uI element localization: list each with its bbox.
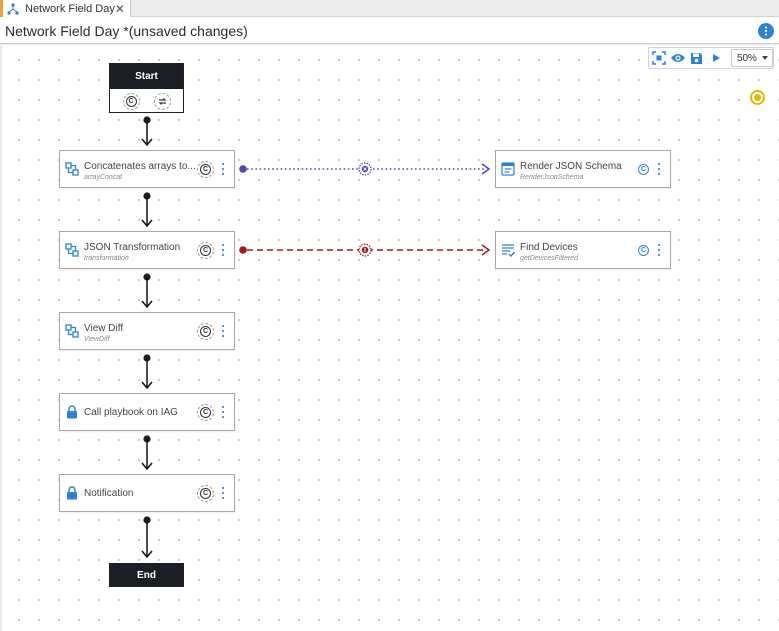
connector-node5-to-end [141, 516, 153, 559]
node-subtitle: ViewDiff [84, 336, 110, 343]
task-node-array-concat[interactable]: Concatenates arrays to... arrayConcat C [59, 150, 235, 188]
task-node-notification[interactable]: Notification C [59, 474, 235, 512]
transition-icon[interactable]: C [197, 242, 214, 259]
transform-icon [65, 243, 79, 257]
workflow-icon [7, 0, 19, 17]
end-label: End [137, 569, 156, 581]
transition-icon[interactable]: C [197, 323, 214, 340]
transition-icon[interactable]: C [635, 161, 652, 178]
more-vert-icon[interactable] [220, 162, 226, 176]
task-node-render-json-schema[interactable]: Render JSON Schema RenderJsonSchema C [495, 150, 671, 188]
more-vert-icon[interactable] [656, 162, 662, 176]
page-header: Network Field Day *(unsaved changes) [0, 18, 779, 44]
connector-start-to-node1 [141, 116, 153, 147]
tab-label: Network Field Day [25, 2, 115, 15]
node-title: JSON Transformation [84, 242, 181, 253]
loop-icon[interactable] [153, 92, 171, 110]
more-vert-icon[interactable] [220, 405, 226, 419]
task-node-json-transformation[interactable]: JSON Transformation transformation C [59, 231, 235, 269]
task-node-view-diff[interactable]: View Diff ViewDiff C [59, 312, 235, 350]
end-node[interactable]: End [109, 563, 184, 587]
eye-icon[interactable] [669, 48, 687, 68]
start-label: Start [110, 64, 183, 89]
transition-icon[interactable]: C [122, 92, 140, 110]
transition-icon[interactable]: C [197, 485, 214, 502]
tab-network-field-day[interactable]: Network Field Day ✕ [0, 0, 131, 17]
node-title: View Diff [84, 323, 124, 334]
transition-icon[interactable]: C [197, 404, 214, 421]
connector-node4-to-node5 [141, 435, 153, 471]
more-vert-icon[interactable] [220, 486, 226, 500]
transform-icon [65, 162, 79, 176]
list-check-icon [501, 243, 516, 258]
transition-icon[interactable]: C [635, 242, 652, 259]
more-vert-icon[interactable] [656, 243, 662, 257]
connector-node1-to-node2 [141, 192, 153, 228]
canvas-edge [0, 45, 2, 631]
tab-bar: Network Field Day ✕ [0, 0, 779, 17]
play-icon[interactable] [707, 48, 725, 68]
close-icon[interactable]: ✕ [114, 1, 125, 16]
chevron-down-icon [761, 56, 768, 60]
lock-icon [65, 486, 79, 500]
connector-node2-to-node3 [141, 273, 153, 309]
form-icon [501, 162, 515, 176]
task-node-call-playbook[interactable]: Call playbook on IAG C [59, 393, 235, 431]
start-node[interactable]: Start C [109, 63, 184, 113]
transition-icon[interactable]: C [197, 161, 214, 178]
node-subtitle: transformation [84, 255, 129, 262]
node-subtitle: getDevicesFiltered [520, 255, 578, 262]
zoom-select[interactable]: 50% [730, 49, 773, 67]
node-title: Render JSON Schema [520, 161, 622, 172]
save-icon[interactable] [688, 48, 706, 68]
page-title: Network Field Day *(unsaved changes) [5, 23, 248, 39]
node-subtitle: arrayConcat [84, 174, 123, 181]
node-title: Find Devices [520, 242, 578, 253]
warning-icon[interactable] [750, 90, 765, 105]
lock-icon [65, 405, 79, 419]
task-node-find-devices[interactable]: Find Devices getDevicesFiltered C [495, 231, 671, 269]
more-vert-icon[interactable] [220, 324, 226, 338]
node-title: Concatenates arrays to... [84, 161, 196, 172]
success-branch-connector[interactable] [239, 162, 491, 176]
more-vert-icon[interactable] [220, 243, 226, 257]
more-vert-icon[interactable] [758, 23, 774, 39]
transform-icon [65, 324, 79, 338]
canvas-toolbar: 50% [648, 47, 774, 69]
connector-node3-to-node4 [141, 354, 153, 390]
zoom-value: 50% [736, 52, 757, 64]
node-subtitle: RenderJsonSchema [520, 174, 584, 181]
fit-screen-icon[interactable] [650, 48, 668, 68]
node-title: Call playbook on IAG [84, 407, 178, 418]
error-branch-connector[interactable] [239, 243, 491, 257]
node-title: Notification [84, 488, 134, 499]
